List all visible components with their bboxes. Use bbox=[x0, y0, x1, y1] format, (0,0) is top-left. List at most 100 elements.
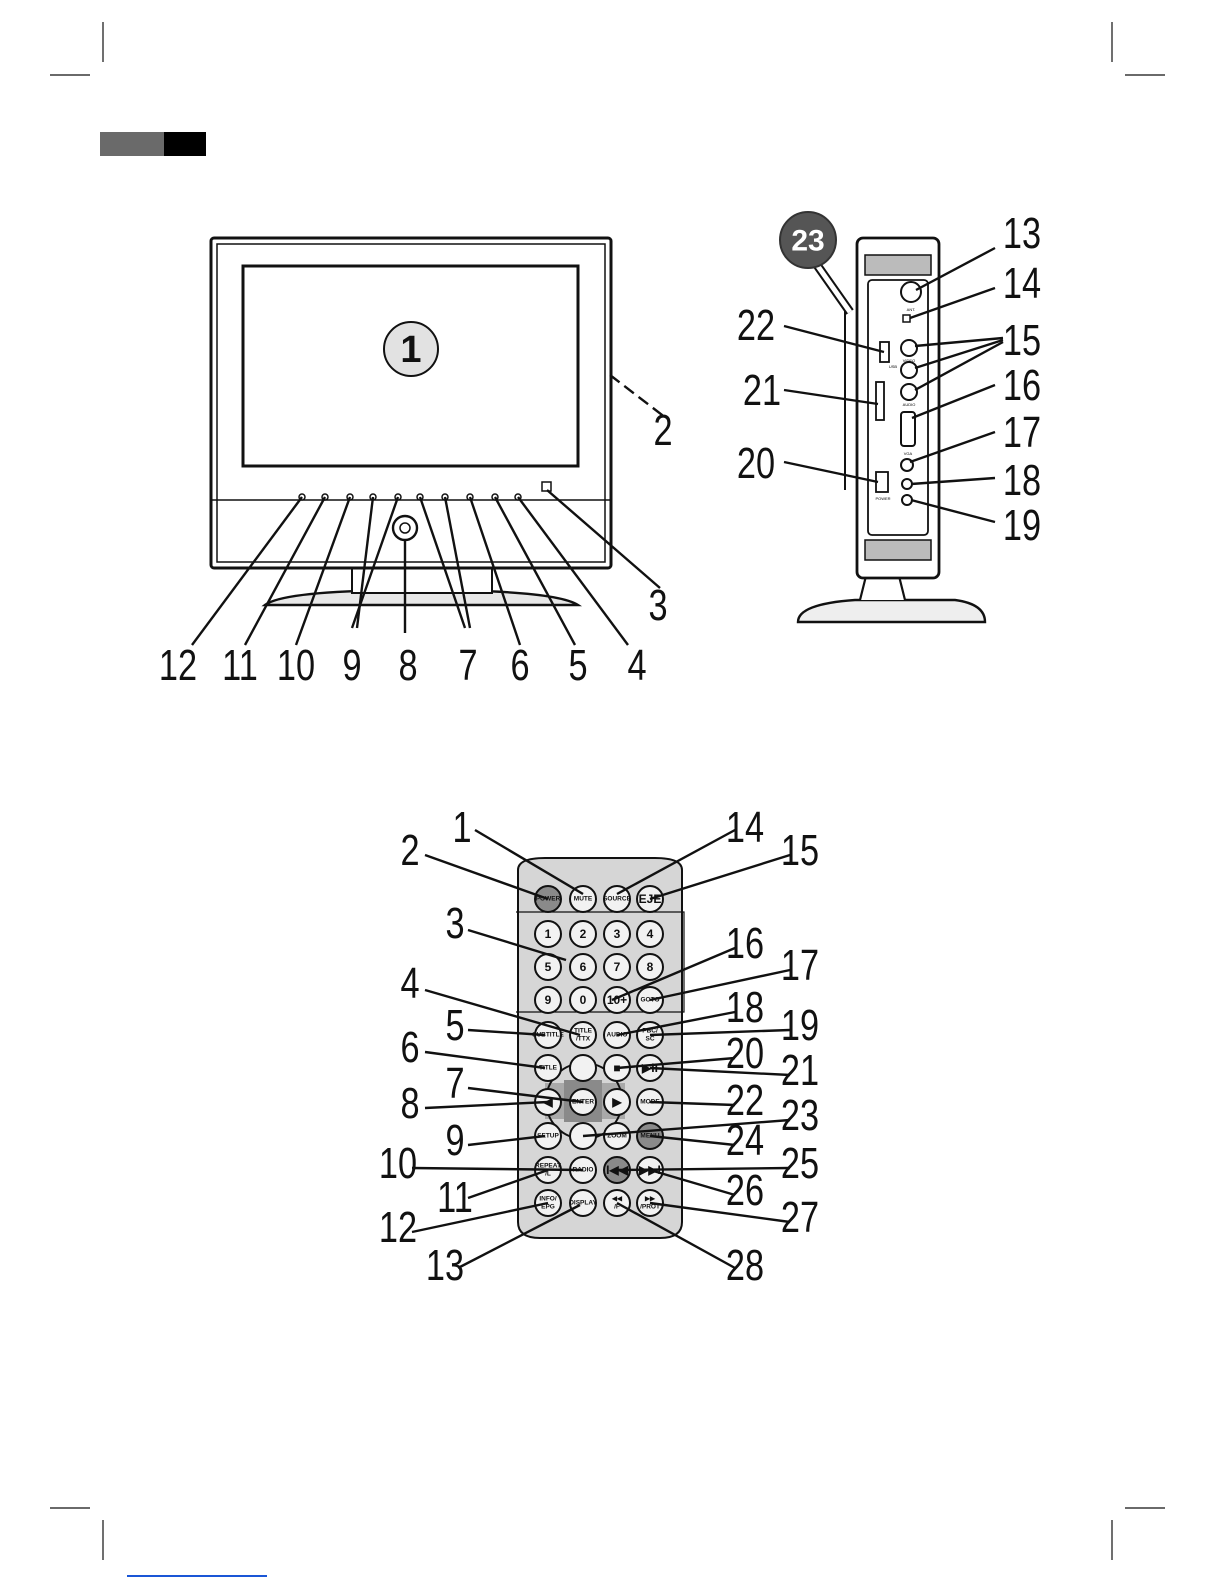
remote-callout-25: 25 bbox=[781, 1139, 819, 1188]
svg-text:7: 7 bbox=[614, 960, 621, 974]
remote-callout-7: 7 bbox=[445, 1059, 464, 1108]
svg-text:ENTER: ENTER bbox=[572, 1099, 594, 1106]
remote-button-up bbox=[569, 1054, 597, 1082]
svg-text:9: 9 bbox=[545, 993, 552, 1007]
header-bar-black bbox=[164, 132, 206, 156]
front-callout-7: 7 bbox=[458, 641, 477, 690]
remote-callout-1: 1 bbox=[452, 803, 471, 852]
svg-text:ZOOM: ZOOM bbox=[607, 1133, 627, 1140]
antenna-badge-text: 23 bbox=[791, 225, 824, 258]
front-callout-12: 12 bbox=[159, 641, 197, 690]
svg-text:/L: /L bbox=[545, 1171, 551, 1178]
remote-button-n8: 8 bbox=[636, 953, 664, 981]
screen-number-badge bbox=[383, 321, 439, 377]
svg-text:0: 0 bbox=[580, 993, 587, 1007]
svg-text:/F: /F bbox=[614, 1204, 620, 1211]
remote-button-display: DISPLAY bbox=[569, 1189, 597, 1217]
remote-button-n6: 6 bbox=[569, 953, 597, 981]
tv-bezel-inner bbox=[216, 243, 606, 563]
svg-text:TITLE: TITLE bbox=[539, 1065, 558, 1072]
remote-callout-4: 4 bbox=[400, 959, 419, 1008]
remote-callout-5: 5 bbox=[445, 1001, 464, 1050]
svg-text:EPG: EPG bbox=[541, 1204, 555, 1211]
remote-callout-3: 3 bbox=[445, 899, 464, 948]
svg-text:8: 8 bbox=[647, 960, 654, 974]
remote-button-n9: 9 bbox=[534, 986, 562, 1014]
side-callout-20: 20 bbox=[737, 439, 775, 488]
remote-button-zoom: ZOOM bbox=[603, 1122, 631, 1150]
remote-callout-12: 12 bbox=[379, 1203, 417, 1252]
tv-front-drawing: 1 bbox=[191, 236, 667, 646]
remote-callout-9: 9 bbox=[445, 1116, 464, 1165]
front-callout-2: 2 bbox=[653, 406, 672, 455]
front-callout-5: 5 bbox=[568, 641, 587, 690]
port-label-vga: VGA bbox=[904, 451, 913, 456]
front-callout-4: 4 bbox=[627, 641, 646, 690]
front-callout-8: 8 bbox=[398, 641, 417, 690]
remote-callout-19: 19 bbox=[781, 1001, 819, 1050]
remote-callout-10: 10 bbox=[379, 1139, 417, 1188]
svg-text:PBC/: PBC/ bbox=[642, 1028, 658, 1035]
remote-button-n4: 4 bbox=[636, 920, 664, 948]
port-label-video: VIDEO bbox=[903, 358, 915, 363]
side-callout-22: 22 bbox=[737, 301, 775, 350]
tv-stand-neck bbox=[351, 564, 493, 594]
side-callout-18: 18 bbox=[1003, 456, 1041, 505]
remote-callout-27: 27 bbox=[781, 1193, 819, 1242]
svg-text:MUTE: MUTE bbox=[574, 896, 593, 903]
side-stand-base bbox=[796, 598, 987, 624]
remote-button-n1: 1 bbox=[534, 920, 562, 948]
remote-callout-21: 21 bbox=[781, 1046, 819, 1095]
remote-callout-22: 22 bbox=[726, 1076, 764, 1125]
front-callout-11: 11 bbox=[222, 641, 258, 690]
remote-callout-16: 16 bbox=[726, 919, 764, 968]
svg-text:4: 4 bbox=[647, 927, 654, 941]
antenna-badge bbox=[779, 211, 837, 269]
svg-text:TITLE: TITLE bbox=[574, 1028, 593, 1035]
svg-text:1: 1 bbox=[545, 927, 552, 941]
remote-callout-6: 6 bbox=[400, 1023, 419, 1072]
remote-callout-14: 14 bbox=[726, 803, 764, 852]
port-label-usb: USB bbox=[889, 364, 898, 369]
remote-callout-26: 26 bbox=[726, 1166, 764, 1215]
front-callout-10: 10 bbox=[277, 641, 315, 690]
remote-button-n2: 2 bbox=[569, 920, 597, 948]
remote-button-n3: 3 bbox=[603, 920, 631, 948]
remote-callout-2: 2 bbox=[400, 826, 419, 875]
port-label-ant: ANT. bbox=[907, 307, 916, 312]
svg-text:3: 3 bbox=[614, 927, 621, 941]
svg-text:▶: ▶ bbox=[611, 1095, 622, 1109]
side-callout-17: 17 bbox=[1003, 408, 1041, 457]
remote-callout-24: 24 bbox=[726, 1116, 764, 1165]
svg-text:◀◀: ◀◀ bbox=[611, 1196, 623, 1203]
screen-badge-text: 1 bbox=[400, 329, 421, 371]
front-callout-3: 3 bbox=[648, 581, 667, 630]
remote-callout-17: 17 bbox=[781, 941, 819, 990]
svg-text:DISPLAY: DISPLAY bbox=[569, 1200, 597, 1207]
remote-button-ttx: TITLE/TTX bbox=[569, 1021, 597, 1049]
remote-button-n0: 0 bbox=[569, 986, 597, 1014]
header-bar-grey bbox=[100, 132, 164, 156]
front-callout-9: 9 bbox=[342, 641, 361, 690]
remote-button-n10: 10+ bbox=[603, 986, 631, 1014]
remote-button-right: ▶ bbox=[603, 1088, 631, 1116]
side-callout-14: 14 bbox=[1003, 259, 1041, 308]
remote-callout-13: 13 bbox=[426, 1241, 464, 1290]
remote-callout-20: 20 bbox=[726, 1029, 764, 1078]
crop-marks bbox=[50, 22, 1165, 1560]
svg-text:/PROT: /PROT bbox=[640, 1204, 660, 1211]
remote-callout-11: 11 bbox=[437, 1173, 473, 1222]
remote-callout-8: 8 bbox=[400, 1079, 419, 1128]
svg-text:INFO/: INFO/ bbox=[539, 1196, 557, 1203]
remote-callout-15: 15 bbox=[781, 826, 819, 875]
remote-button-title: TITLE bbox=[534, 1054, 562, 1082]
remote-callout-23: 23 bbox=[781, 1091, 819, 1140]
front-callout-6: 6 bbox=[510, 641, 529, 690]
svg-text:SUBTITLE: SUBTITLE bbox=[532, 1032, 564, 1039]
side-callout-13: 13 bbox=[1003, 209, 1041, 258]
